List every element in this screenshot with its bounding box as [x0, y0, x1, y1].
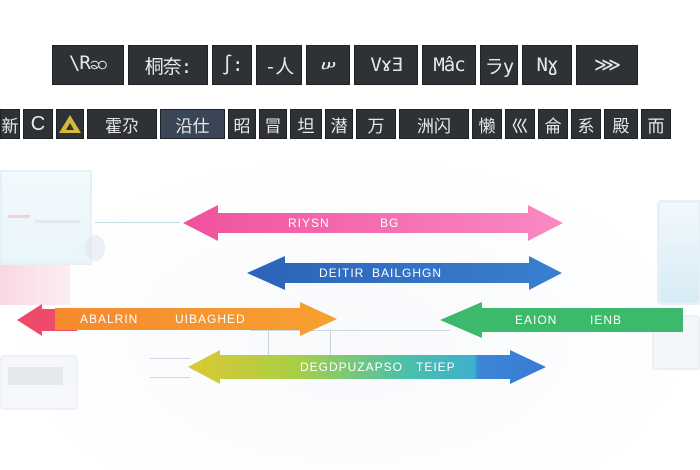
green-left-arrow: EAION IENB [440, 302, 683, 338]
subtitle-tile: 沿仕 [160, 109, 225, 139]
person-figure-icon [85, 235, 105, 261]
subtitle-tile: 殿 [604, 109, 638, 139]
chart-panel [0, 265, 70, 305]
subtitle-tile: 潜 [325, 109, 353, 139]
title-tile: ⋙ [576, 45, 638, 85]
keyboard-area [8, 367, 63, 385]
title-tile: ሠ [306, 45, 350, 85]
arrow-label: UIBAGHED [175, 312, 246, 326]
connector-line [95, 222, 180, 223]
subtitle-tile: 而 [641, 109, 671, 139]
subtitle-tile: 懒 [472, 109, 502, 139]
subtitle-tile: 坦 [290, 109, 322, 139]
blue-double-arrow: DEITIR BAILGHGN [247, 256, 562, 290]
right-device-illustration [652, 200, 700, 375]
orange-right-arrow: ABALRIN UIBAGHED [55, 302, 337, 336]
subtitle-tile: 洲闪 [399, 109, 469, 139]
title-tile: ラy [480, 45, 518, 85]
pink-double-arrow: RIYSN BG [183, 205, 563, 241]
arrow-label: IENB [590, 313, 623, 327]
left-device-illustration [0, 165, 95, 415]
screen-detail [35, 220, 80, 223]
title-tile: -人 [256, 45, 302, 85]
subtitle-tile: 昭 [228, 109, 256, 139]
title-tile: Mâc [422, 45, 476, 85]
connector-line [150, 377, 190, 378]
arrow-label: BAILGHGN [372, 266, 443, 280]
subtitle-tile: 侖 [538, 109, 568, 139]
arrow-label: RIYSN [288, 216, 330, 230]
subtitle-tile: C [23, 109, 53, 139]
header-title-row: \Rဆ 桐奈: ∫: -人 ሠ VɤƎ Mâc ラy Nɣ ⋙ [52, 44, 638, 86]
subtitle-tile: 冒 [259, 109, 287, 139]
arrow-label: ABALRIN [80, 312, 139, 326]
title-tile: Nɣ [522, 45, 572, 85]
gradient-double-arrow: DEGDPUZAPSO TEIEP [188, 349, 546, 385]
arrow-label: BG [380, 216, 400, 230]
subtitle-tile: 巛 [505, 109, 535, 139]
title-tile: VɤƎ [354, 45, 418, 85]
connector-line [150, 358, 190, 359]
subtitle-tile: 系 [571, 109, 601, 139]
arrow-label: TEIEP [416, 360, 456, 374]
connector-line [250, 330, 440, 331]
laptop-base [0, 355, 78, 410]
triangle-logo-icon [56, 109, 84, 139]
subtitle-tile: 新 [0, 109, 20, 139]
header-subtitle-row: 新 C 霍尕 沿仕 昭 冒 坦 潜 万 洲闪 懒 巛 侖 系 殿 而 [0, 108, 671, 140]
title-tile: \Rဆ [52, 45, 124, 85]
arrow-label: DEITIR [319, 266, 365, 280]
title-tile: 桐奈: [128, 45, 208, 85]
title-tile: ∫: [212, 45, 252, 85]
screen-detail [8, 215, 30, 218]
arrow-label: EAION [515, 313, 558, 327]
arrow-label: DEGDPUZAPSO [300, 360, 404, 374]
connector-line [330, 330, 331, 360]
connector-line [430, 330, 450, 331]
subtitle-tile: 万 [356, 109, 396, 139]
connector-line [268, 330, 269, 360]
monitor-screen [657, 200, 700, 305]
subtitle-tile: 霍尕 [87, 109, 157, 139]
